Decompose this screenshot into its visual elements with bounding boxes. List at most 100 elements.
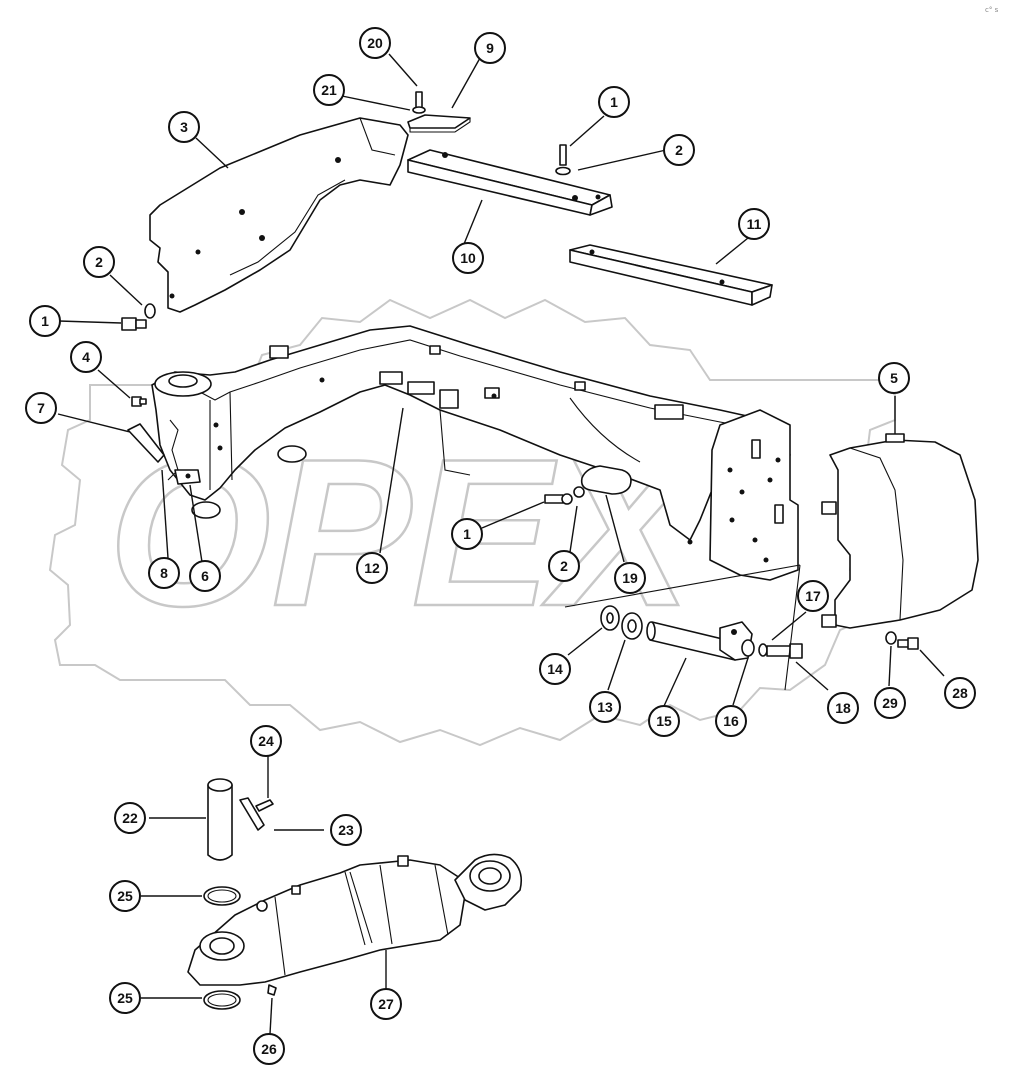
callout-label: 1 — [41, 313, 49, 329]
callout-28: 28 — [944, 677, 976, 709]
watermark-gear — [48, 298, 896, 747]
callout-1: 1 — [29, 305, 61, 337]
callout-12: 12 — [356, 552, 388, 584]
part-main-frame — [151, 325, 799, 581]
callout-5: 5 — [878, 362, 910, 394]
callout-label: 9 — [486, 40, 494, 56]
callout-label: 25 — [117, 888, 133, 904]
callout-label: 2 — [95, 254, 103, 270]
callout-label: 7 — [37, 400, 45, 416]
callout-circle — [589, 691, 621, 723]
callout-24: 24 — [250, 725, 282, 757]
callout-21: 21 — [313, 74, 345, 106]
callout-label: 29 — [882, 695, 898, 711]
callout-26: 26 — [253, 1033, 285, 1065]
callout-label: 14 — [547, 661, 563, 677]
callout-18: 18 — [827, 692, 859, 724]
leaders — [57, 53, 945, 1035]
callout-14: 14 — [539, 653, 571, 685]
callout-22: 22 — [114, 802, 146, 834]
callout-label: 1 — [463, 526, 471, 542]
callout-1: 1 — [598, 86, 630, 118]
part-small-bolt — [131, 396, 147, 407]
callout-label: 2 — [675, 142, 683, 158]
callout-circle — [313, 74, 345, 106]
callout-16: 16 — [715, 705, 747, 737]
callout-label: 8 — [160, 565, 168, 581]
callout-label: 17 — [805, 588, 821, 604]
callout-circle — [330, 814, 362, 846]
callout-label: 23 — [338, 822, 354, 838]
callout-label: 1 — [610, 94, 618, 110]
callout-circle — [83, 246, 115, 278]
part-mounting-bracket — [407, 144, 613, 216]
part-lever-assembly — [127, 419, 201, 485]
part-bolt-washer-right — [885, 631, 919, 650]
callout-23: 23 — [330, 814, 362, 846]
callout-label: 19 — [622, 570, 638, 586]
callout-7: 7 — [25, 392, 57, 424]
callout-label: 13 — [597, 699, 613, 715]
callout-13: 13 — [589, 691, 621, 723]
callout-label: 15 — [656, 713, 672, 729]
callout-9: 9 — [474, 32, 506, 64]
callout-circle — [663, 134, 695, 166]
callout-circle — [539, 653, 571, 685]
callout-label: 27 — [378, 996, 394, 1012]
callout-circle — [370, 988, 402, 1020]
callout-11: 11 — [738, 208, 770, 240]
callout-2: 2 — [548, 550, 580, 582]
callout-label: 2 — [560, 558, 568, 574]
callout-label: 26 — [261, 1041, 277, 1057]
callout-label: 21 — [321, 82, 337, 98]
callout-circle — [189, 560, 221, 592]
callout-circle — [944, 677, 976, 709]
callout-circle — [168, 111, 200, 143]
callout-29: 29 — [874, 687, 906, 719]
callout-circle — [70, 341, 102, 373]
callout-label: 22 — [122, 810, 138, 826]
callout-circle — [738, 208, 770, 240]
callout-label: 12 — [364, 560, 380, 576]
callout-circle — [474, 32, 506, 64]
callout-label: 28 — [952, 685, 968, 701]
callout-circle — [253, 1033, 285, 1065]
callout-circle — [356, 552, 388, 584]
callout-circle — [827, 692, 859, 724]
callout-25: 25 — [109, 880, 141, 912]
callout-25: 25 — [109, 982, 141, 1014]
callout-circle — [114, 802, 146, 834]
callout-circle — [29, 305, 61, 337]
part-fender-cover — [149, 117, 409, 313]
part-cylinder-pins — [207, 778, 274, 861]
callout-2: 2 — [663, 134, 695, 166]
callout-15: 15 — [648, 705, 680, 737]
callout-label: 24 — [258, 733, 274, 749]
callout-circle — [109, 880, 141, 912]
part-plate — [569, 244, 773, 306]
callout-3: 3 — [168, 111, 200, 143]
callout-label: 25 — [117, 990, 133, 1006]
callout-circle — [359, 27, 391, 59]
callout-circle — [452, 242, 484, 274]
callout-label: 4 — [82, 349, 90, 365]
callout-10: 10 — [452, 242, 484, 274]
callout-20: 20 — [359, 27, 391, 59]
callout-circle — [614, 562, 646, 594]
callout-27: 27 — [370, 988, 402, 1020]
callout-label: 11 — [747, 216, 762, 232]
part-pin-assembly — [564, 564, 803, 691]
callout-circle — [797, 580, 829, 612]
callout-circle — [250, 725, 282, 757]
callout-2: 2 — [83, 246, 115, 278]
callout-19: 19 — [614, 562, 646, 594]
callout-4: 4 — [70, 341, 102, 373]
callout-circle — [878, 362, 910, 394]
part-rear-cover — [821, 433, 979, 629]
callout-label: 10 — [460, 250, 476, 266]
callout-label: 6 — [201, 568, 209, 584]
corner-mark: c° s — [985, 6, 999, 14]
part-link-plate — [544, 465, 632, 505]
